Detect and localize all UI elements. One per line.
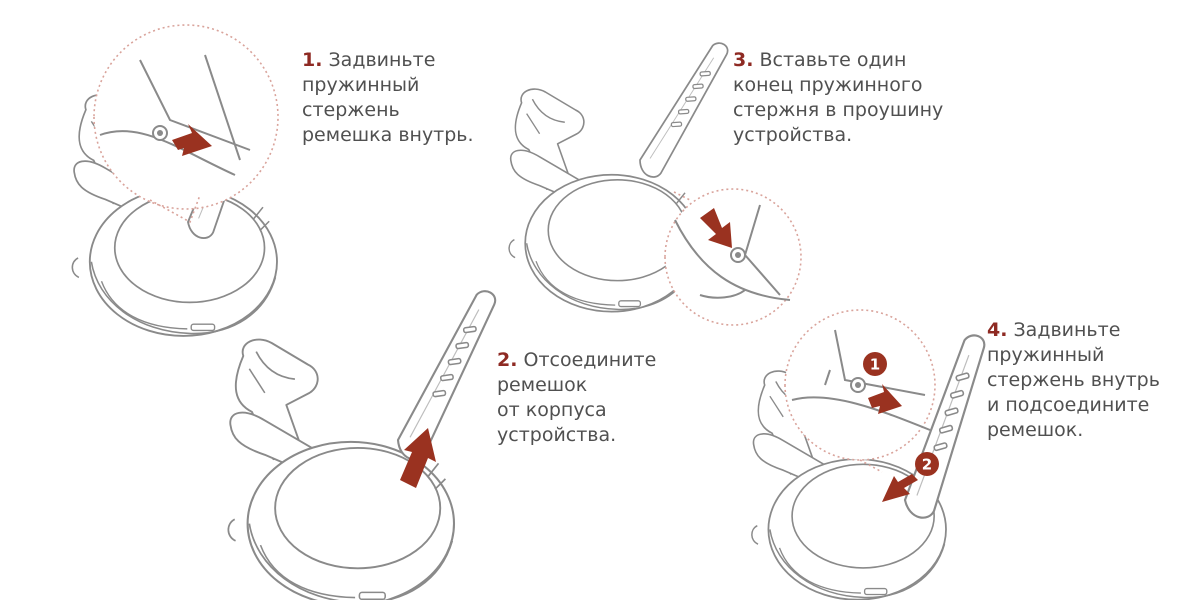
- step-text: от корпуса: [497, 399, 607, 421]
- step-text: и подсоедините: [987, 394, 1150, 416]
- step-text: пружинный: [302, 74, 420, 96]
- push-arrow-icon-4a: [868, 384, 902, 414]
- step-number: 1.: [302, 49, 323, 71]
- step-number: 3.: [733, 49, 754, 71]
- step-text: Задвиньте: [328, 49, 436, 71]
- step-4-instruction: 4. Задвиньте пружинный стержень внутрь и…: [987, 318, 1160, 443]
- step-text: Вставьте один: [759, 49, 907, 71]
- step-1-instruction: 1. Задвиньте пружинный стержень ремешка …: [302, 48, 474, 148]
- step-text: Задвиньте: [1013, 319, 1121, 341]
- magnifier-callout-4: [784, 309, 936, 473]
- svg-text:1: 1: [870, 356, 880, 374]
- magnifier-callout-3: [664, 188, 802, 326]
- watch-illustration-4: 1 2: [750, 309, 986, 601]
- number-badge-2: 2: [915, 452, 939, 476]
- step-text: ремешок: [497, 374, 588, 396]
- step-text: стержень внутрь: [987, 369, 1160, 391]
- step-text: пружинный: [987, 344, 1105, 366]
- step-text: стержня в проушину: [733, 99, 944, 121]
- push-arrow-icon-4b: [882, 474, 918, 502]
- svg-text:2: 2: [922, 456, 932, 474]
- watch-illustration-2: [227, 279, 498, 604]
- watch-illustration-1: [71, 24, 279, 337]
- number-badge-1: 1: [863, 352, 887, 376]
- step-number: 4.: [987, 319, 1008, 341]
- push-arrow-icon-1: [172, 124, 212, 156]
- step-text: ремешка внутрь.: [302, 124, 474, 146]
- step-text: устройства.: [733, 124, 853, 146]
- insert-arrow-icon-3: [700, 208, 732, 248]
- watch-illustration-3: [508, 30, 802, 326]
- step-2-instruction: 2. Отсоедините ремешок от корпуса устрой…: [497, 348, 656, 448]
- step-text: Отсоедините: [523, 349, 657, 371]
- step-text: устройства.: [497, 424, 617, 446]
- step-text: стержень: [302, 99, 400, 121]
- step-3-instruction: 3. Вставьте один конец пружинного стержн…: [733, 48, 943, 148]
- lift-arrow-icon-2: [400, 428, 436, 488]
- step-text: ремешок.: [987, 419, 1084, 441]
- magnifier-callout-1: [93, 24, 279, 224]
- step-text: конец пружинного: [733, 74, 923, 96]
- step-number: 2.: [497, 349, 518, 371]
